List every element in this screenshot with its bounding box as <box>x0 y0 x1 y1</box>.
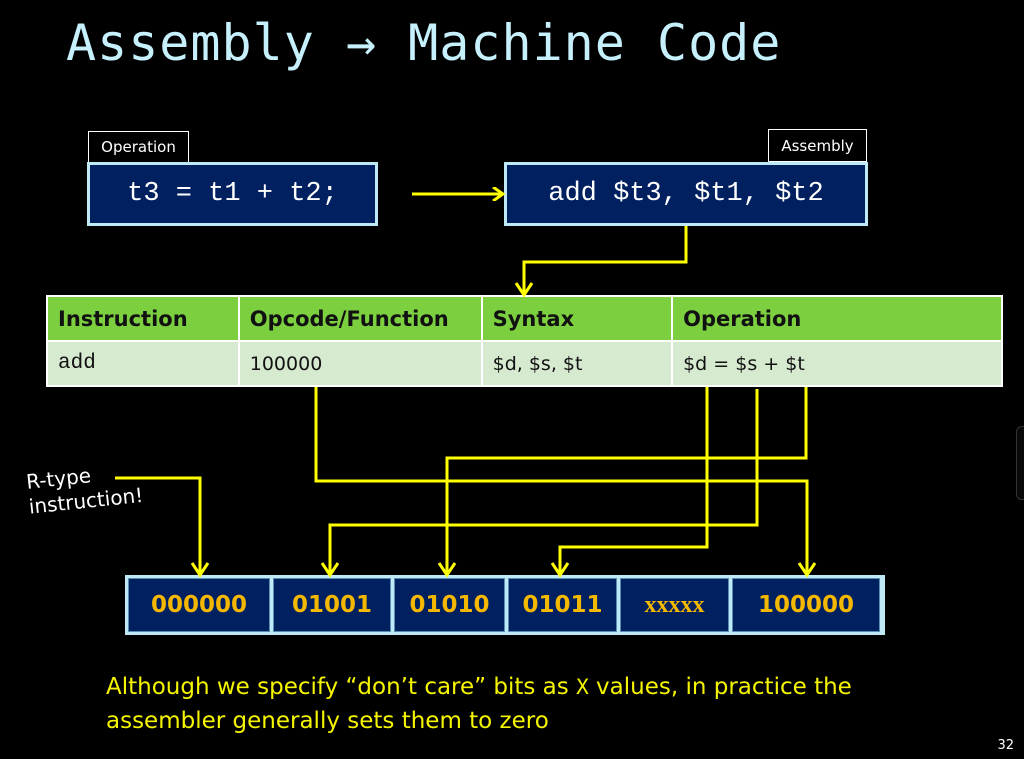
wire-rd <box>558 387 709 574</box>
side-panel-handle[interactable] <box>1016 426 1024 500</box>
title-left: Assembly <box>66 14 315 72</box>
operation-code-box: t3 = t1 + t2; <box>87 162 378 226</box>
title-right: Machine Code <box>408 14 782 72</box>
page-number: 32 <box>997 738 1014 753</box>
field-rt: 01010 <box>394 578 505 632</box>
assembly-code-box: add $t3, $t1, $t2 <box>504 162 868 226</box>
arrowhead-rt <box>437 562 457 578</box>
header-opcode-function: Opcode/Function <box>237 295 483 342</box>
wire-rt <box>445 387 808 574</box>
note-after: values, in practice the assembler genera… <box>106 674 852 734</box>
header-instruction: Instruction <box>46 295 240 342</box>
table-row: add 100000 $d, $s, $t $d = $s + $t <box>46 340 1003 387</box>
cell-operation: $d = $s + $t <box>671 340 1003 387</box>
wire-funct <box>314 387 809 574</box>
field-shamt: xxxxx <box>620 578 729 632</box>
field-funct: 100000 <box>732 578 880 632</box>
arrow-assembly-to-table <box>522 226 688 294</box>
cell-syntax: $d, $s, $t <box>480 340 674 387</box>
footnote: Although we specify “don’t care” bits as… <box>106 670 956 738</box>
instruction-table: Instruction Opcode/Function Syntax Opera… <box>46 295 1003 387</box>
arrowhead-funct <box>797 562 817 578</box>
cell-opcode-function: 100000 <box>237 340 483 387</box>
note-before: Although we specify “don’t care” bits as <box>106 674 577 700</box>
field-opcode: 000000 <box>128 578 270 632</box>
arrowhead-rd <box>550 562 570 578</box>
table-header-row: Instruction Opcode/Function Syntax Opera… <box>46 295 1003 342</box>
arrow-rtype-to-opcode <box>115 476 202 574</box>
assembly-label: Assembly <box>768 129 867 162</box>
arrowhead-opcode <box>190 562 210 578</box>
field-rs: 01001 <box>273 578 391 632</box>
note-x: X <box>576 675 589 699</box>
cell-instruction: add <box>46 340 240 387</box>
arrowhead-table <box>514 282 534 298</box>
header-operation: Operation <box>671 295 1003 342</box>
field-rd: 01011 <box>508 578 617 632</box>
machine-code-fields: 000000 01001 01010 01011 xxxxx 100000 <box>125 575 885 635</box>
slide-title: Assembly → Machine Code <box>66 14 781 72</box>
title-arrow-icon: → <box>345 14 378 72</box>
arrowhead-rs <box>320 562 340 578</box>
header-syntax: Syntax <box>480 295 674 342</box>
